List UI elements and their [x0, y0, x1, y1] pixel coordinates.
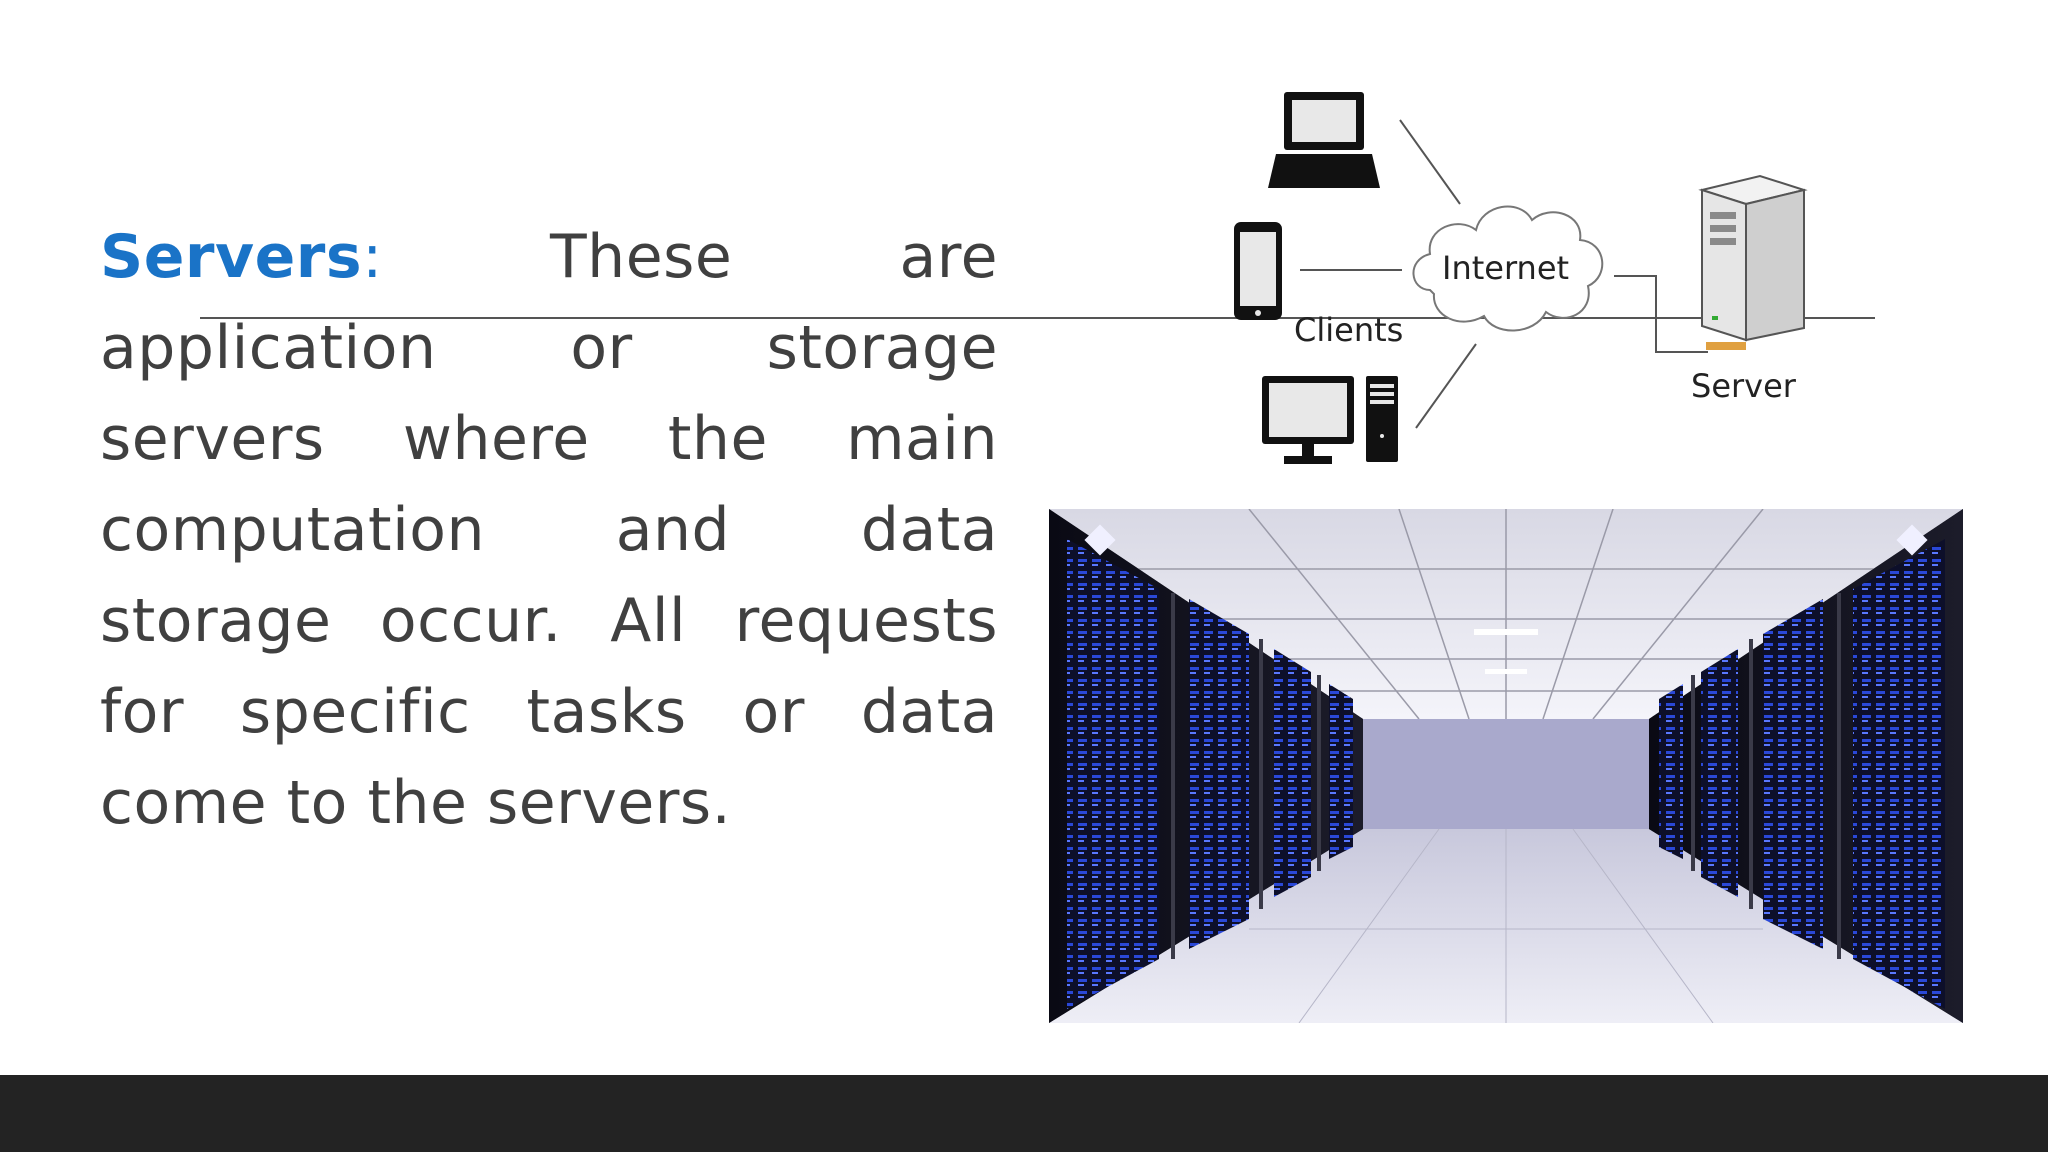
servers-description: Servers: These are application or storag…	[100, 212, 998, 849]
server-label: Server	[1691, 367, 1796, 405]
clients-label: Clients	[1294, 311, 1404, 349]
description-text: These are application or storage servers…	[100, 222, 998, 838]
diagram-drawing	[1234, 92, 1808, 464]
footer-bar	[0, 1075, 2048, 1152]
divider-line	[200, 317, 1875, 319]
data-center-photo	[1049, 509, 1963, 1023]
phone-icon	[1234, 222, 1282, 320]
client-server-diagram: Internet Clients Server	[1220, 80, 1840, 480]
data-center-illustration	[1049, 509, 1963, 1023]
term-colon: :	[362, 222, 383, 292]
server-tower-icon	[1698, 174, 1808, 350]
connection-lines	[1300, 119, 1708, 429]
internet-cloud-icon	[1412, 205, 1604, 332]
term-servers: Servers	[100, 222, 363, 292]
laptop-icon	[1268, 92, 1380, 188]
desktop-computer-icon	[1262, 376, 1398, 464]
internet-label: Internet	[1442, 249, 1570, 287]
